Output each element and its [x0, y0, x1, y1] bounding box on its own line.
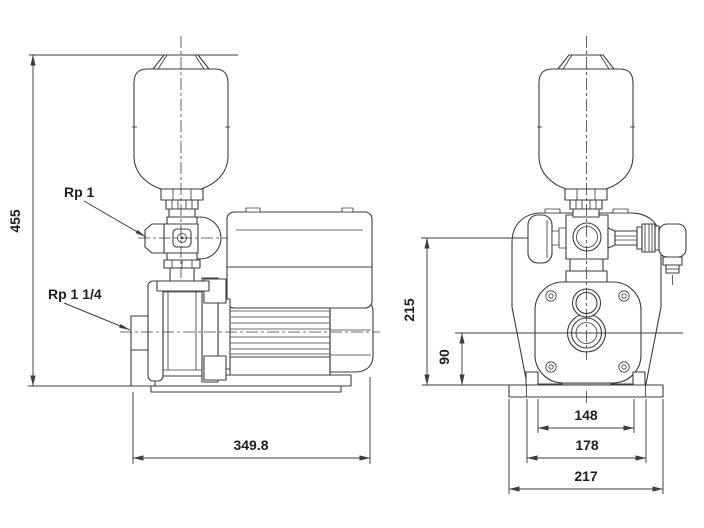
- pump-sleeve: [162, 285, 203, 377]
- dim-base-width: 217: [508, 399, 664, 494]
- dim-overall-length: 349.8: [132, 377, 371, 464]
- bolt-top-left: [545, 290, 557, 302]
- base-bracket: [508, 384, 664, 398]
- foot-left: [525, 371, 539, 386]
- dim-outlet-height: 215: [401, 237, 528, 386]
- valve-left-port: [144, 223, 165, 254]
- foot-right: [632, 371, 646, 386]
- shut-off-valve: [144, 216, 201, 269]
- callout-inlet-port: Rp 1 1/4: [48, 286, 131, 331]
- diaphragm-tank-front: [537, 54, 635, 218]
- dim-label-overall-height: 455: [7, 209, 23, 233]
- callout-tank-port: Rp 1: [64, 184, 147, 238]
- dim-label-outlet-height: 215: [401, 298, 417, 322]
- dim-label-foot-span-outer: 178: [575, 437, 599, 453]
- suction-housing: [147, 280, 164, 382]
- tank-hex-nut: [160, 188, 204, 201]
- bolt-bottom-left: [545, 361, 557, 373]
- outlet-fittings: [607, 223, 687, 285]
- pressure-gauge: [527, 214, 567, 264]
- dim-foot-span-inner: 148: [537, 399, 635, 433]
- dim-label-inlet-port: Rp 1 1/4: [48, 286, 102, 302]
- dim-foot-span-outer: 178: [526, 399, 647, 463]
- dim-label-base-width: 217: [574, 468, 598, 484]
- pump-face: [534, 281, 642, 384]
- side-view: [120, 36, 380, 393]
- bolt-bottom-right: [618, 361, 630, 373]
- dim-label-tank-port: Rp 1: [64, 184, 95, 200]
- bolt-top-right: [618, 290, 630, 302]
- dim-label-foot-span-inner: 148: [574, 407, 598, 423]
- base-front: [508, 371, 664, 398]
- pump-side: [130, 267, 231, 383]
- inlet-port-side: [130, 315, 149, 351]
- tank-thread: [165, 199, 199, 210]
- control-box: [226, 207, 373, 309]
- elbow-fitting: [658, 223, 687, 258]
- valve-manifold-front: [565, 214, 609, 283]
- clamp-bottom: [203, 355, 227, 381]
- pump-top-flange: [156, 280, 210, 292]
- dim-plug-height: 90: [436, 332, 683, 385]
- front-view: [508, 36, 687, 403]
- dimensions: 455 Rp 1 Rp 1 1/4 349.8: [7, 54, 683, 494]
- dim-overall-height: 455: [7, 54, 238, 387]
- dim-label-overall-length: 349.8: [233, 437, 268, 453]
- dim-label-plug-height: 90: [436, 349, 452, 365]
